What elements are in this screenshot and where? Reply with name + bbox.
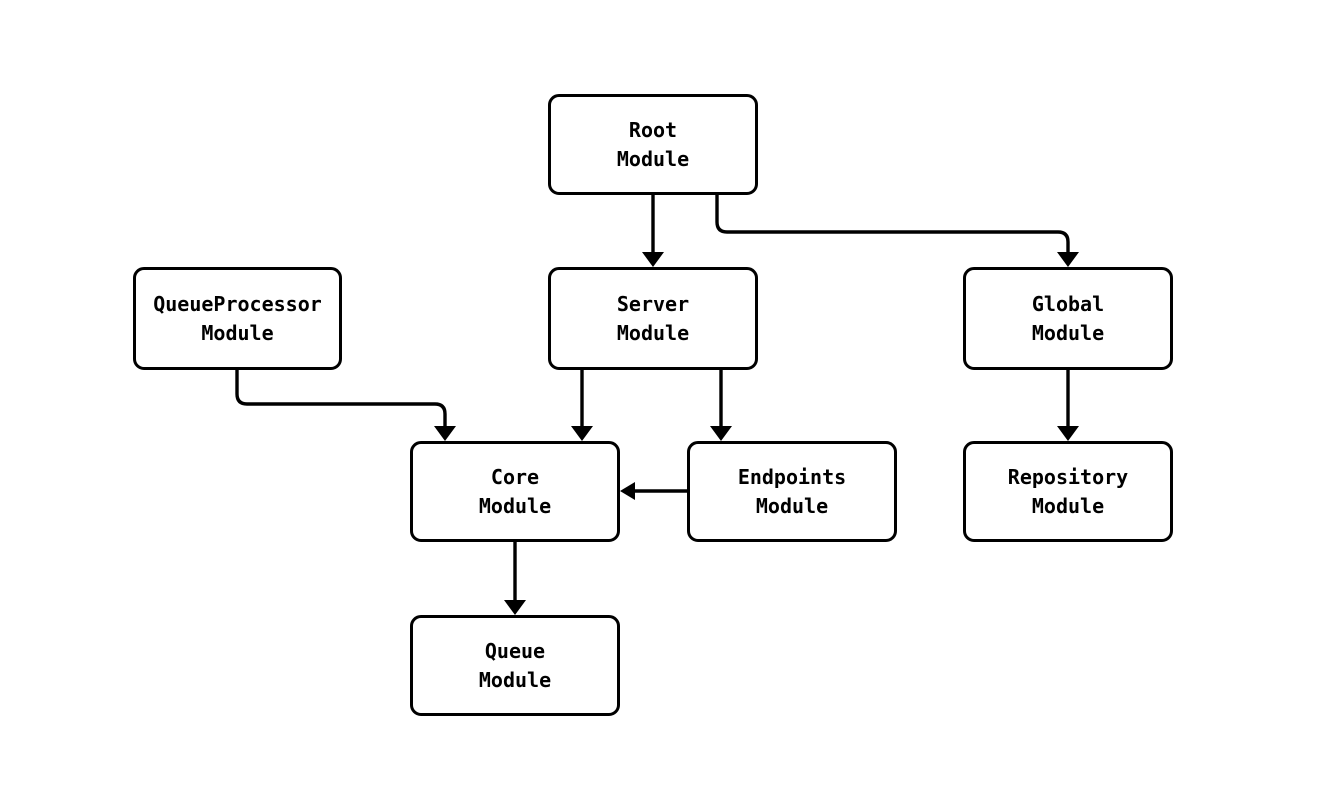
arrowhead-queueprocessor-to-core	[434, 426, 456, 441]
node-repository-suffix: Module	[1031, 493, 1105, 518]
arrowhead-root-to-server	[642, 252, 664, 267]
node-global-suffix: Module	[1031, 320, 1105, 345]
node-endpoints-name: Endpoints	[737, 465, 847, 490]
node-root-name: Root	[628, 118, 678, 143]
node-endpoints-suffix: Module	[755, 493, 829, 518]
edge-root-to-global	[715, 195, 1070, 258]
arrowhead-server-to-core	[571, 426, 593, 441]
node-server-suffix: Module	[616, 320, 690, 345]
arrowhead-core-to-queue	[504, 600, 526, 615]
node-queue-name: Queue	[484, 639, 546, 664]
node-queue-suffix: Module	[478, 667, 552, 692]
arrowhead-global-to-repository	[1057, 426, 1079, 441]
arrowhead-server-to-endpoints	[710, 426, 732, 441]
node-repository-name: Repository	[1007, 465, 1129, 490]
edges-group	[235, 195, 1079, 615]
edge-queueprocessor-to-core	[235, 370, 447, 432]
node-core-suffix: Module	[478, 493, 552, 518]
node-queueprocessor-name: QueueProcessor	[153, 292, 322, 317]
arrowhead-root-to-global	[1057, 252, 1079, 267]
node-queueprocessor-suffix: Module	[201, 320, 274, 345]
node-root-suffix: Module	[616, 146, 690, 171]
arrowhead-endpoints-to-core	[620, 482, 635, 500]
node-core-name: Core	[490, 465, 540, 490]
node-server-name: Server	[616, 292, 690, 317]
node-global-name: Global	[1031, 292, 1105, 317]
